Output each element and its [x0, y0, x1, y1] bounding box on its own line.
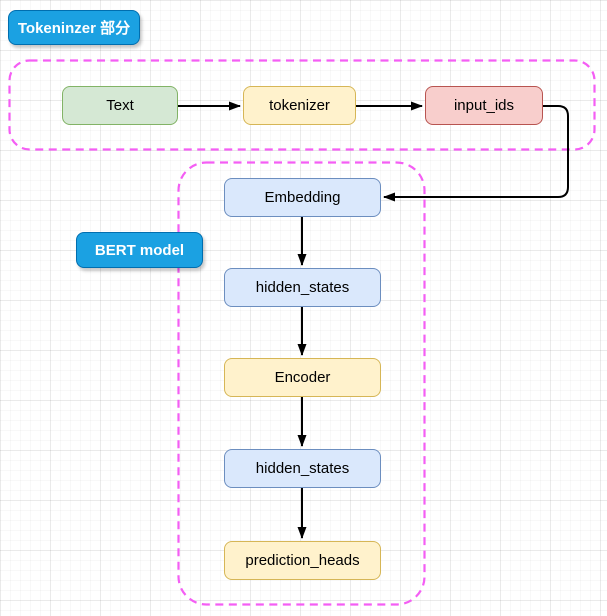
node-tokenizer: tokenizer — [243, 86, 356, 125]
node-text: Text — [62, 86, 178, 125]
node-hidden-states-2: hidden_states — [224, 449, 381, 488]
tokenizer-section-group-border — [8, 59, 596, 151]
edge-input-ids-to-embedding — [383, 105, 569, 202]
node-encoder: Encoder — [224, 358, 381, 397]
bert-model-label: BERT model — [76, 232, 203, 268]
node-input-ids: input_ids — [425, 86, 543, 125]
bert-model-group-border — [177, 161, 426, 606]
node-embedding: Embedding — [224, 178, 381, 217]
node-prediction-heads: prediction_heads — [224, 541, 381, 580]
tokenizer-section-label: Tokeninzer 部分 — [8, 10, 140, 45]
node-hidden-states-1: hidden_states — [224, 268, 381, 307]
